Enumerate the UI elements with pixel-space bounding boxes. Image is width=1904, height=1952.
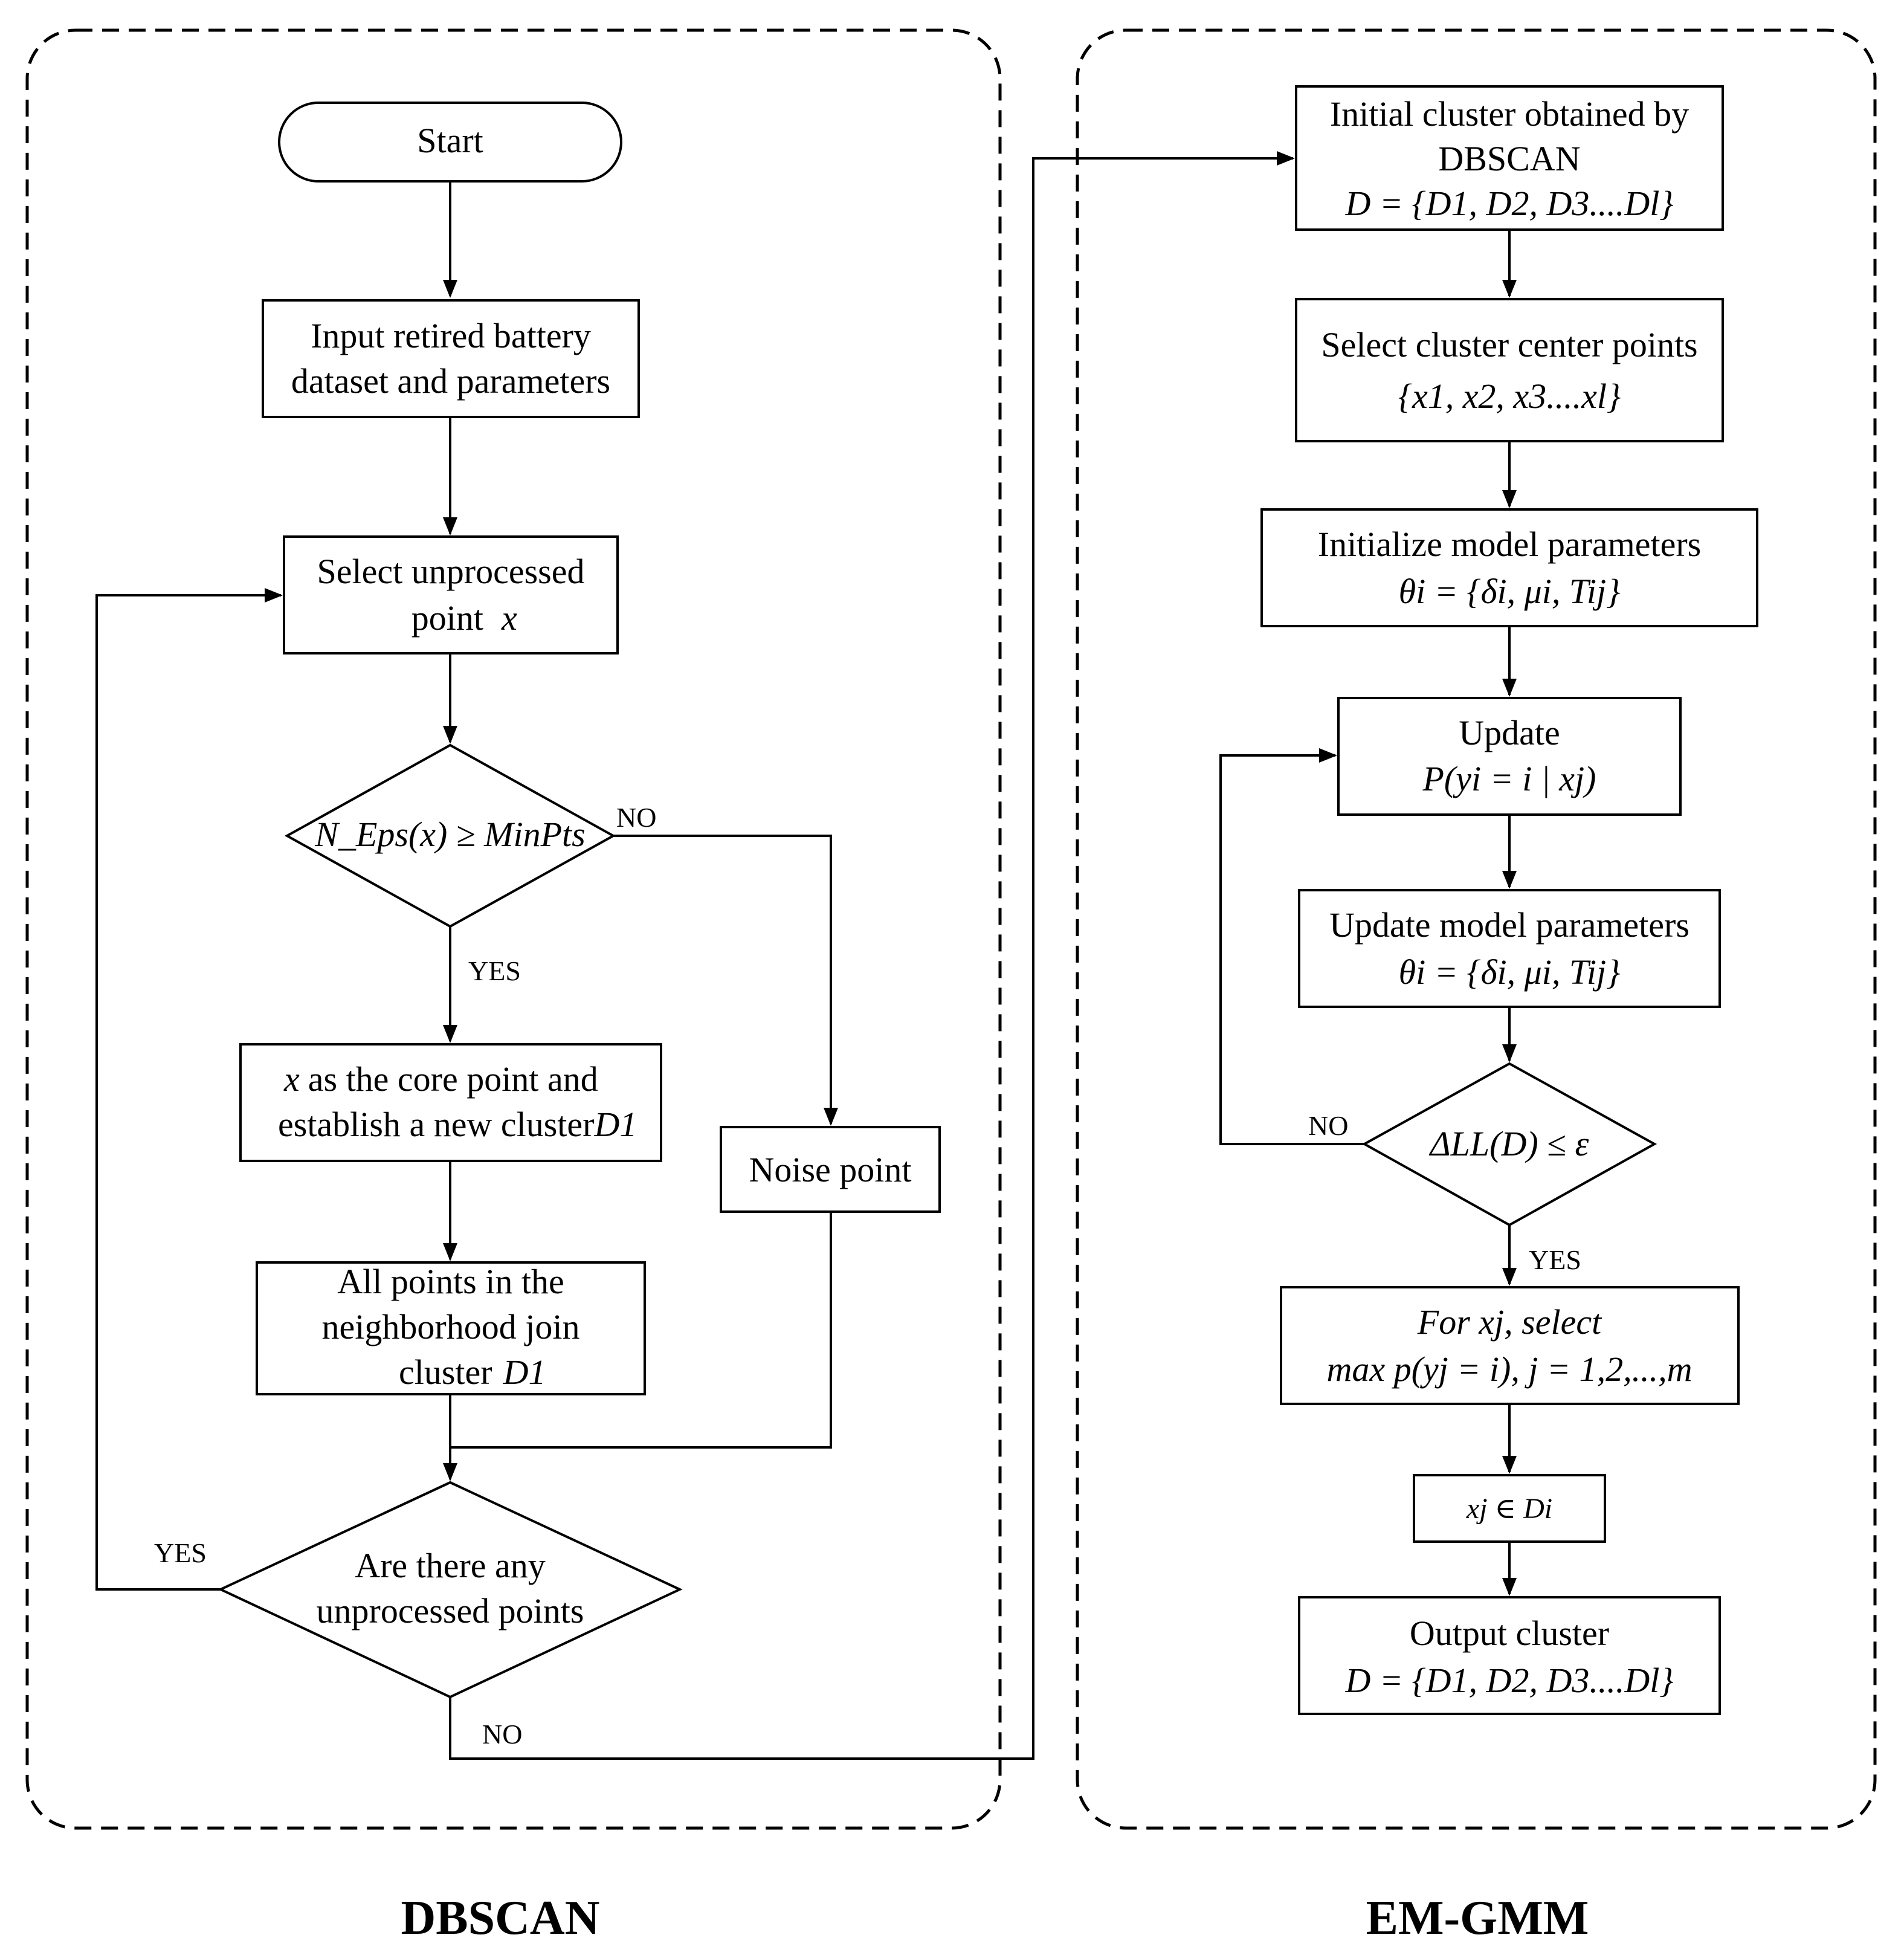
- arrow-loop-to-select: [95, 588, 283, 1591]
- select-label-line1: Select unprocessed: [317, 552, 585, 591]
- input-label-line2: dataset and parameters: [291, 361, 610, 401]
- output-formula: D = {D1, D2, D3....Dl}: [1344, 1661, 1673, 1700]
- update-formula: P(yi = i | xj): [1422, 759, 1596, 798]
- init-label-line1: Initial cluster obtained by: [1330, 94, 1689, 134]
- init-label-line2: DBSCAN: [1438, 139, 1580, 178]
- core-label-text: as the core point and: [308, 1059, 598, 1099]
- select-point-box: [283, 535, 619, 654]
- decision1-yes-label: YES: [468, 955, 521, 986]
- select-label-var: x: [501, 598, 517, 638]
- input-dataset-box: [262, 299, 640, 418]
- output-cluster-box: [1298, 1596, 1721, 1715]
- params-label: Initialize model parameters: [1318, 525, 1702, 564]
- emgmm-panel: [1076, 28, 1877, 1830]
- update-params-formula: θi = {δi, μi, Tij}: [1399, 952, 1621, 992]
- select-label-line2: point: [411, 598, 483, 638]
- dbscan-panel: [25, 28, 1002, 1830]
- core-label-text2: establish a new cluster: [278, 1105, 594, 1144]
- decision1-no-label: NO: [616, 802, 656, 833]
- input-label-line1: Input retired battery: [311, 316, 591, 355]
- noise-label: Noise point: [749, 1150, 911, 1189]
- core-label-var: x: [283, 1059, 300, 1099]
- join-label-line1: All points in the: [337, 1262, 564, 1301]
- decision2-yes-label: YES: [154, 1537, 207, 1568]
- select-label-word: point: [411, 598, 483, 638]
- emgmm-title: EM-GMM: [1366, 1892, 1589, 1945]
- dbscan-title: DBSCAN: [401, 1892, 600, 1945]
- line-noise-merge: [450, 1212, 832, 1449]
- decision-unprocessed: [218, 1481, 683, 1699]
- convergence-no-label: NO: [1308, 1110, 1348, 1141]
- join-label-line3: cluster D1: [399, 1353, 546, 1392]
- join-label-text3: cluster: [399, 1353, 492, 1392]
- arrow-loop-to-update: [1219, 748, 1364, 1145]
- centers-label: Select cluster center points: [1321, 325, 1697, 364]
- assign-box: [1413, 1474, 1606, 1543]
- decision1-label: N_Eps(x) ≥ MinPts: [314, 815, 585, 854]
- init-formula: D = {D1, D2, D3....Dl}: [1344, 184, 1673, 223]
- decision2-label-line1: Are there any: [355, 1546, 546, 1585]
- join-label-line2: neighborhood join: [322, 1307, 580, 1346]
- select-max-line2: max p(yj = i), j = 1,2,...,m: [1326, 1349, 1692, 1389]
- core-label-line2: establish a new clusterD1: [278, 1105, 637, 1144]
- centers-formula: {x1, x2, x3....xl}: [1398, 377, 1621, 416]
- convergence-yes-label: YES: [1529, 1244, 1581, 1275]
- start-label: Start: [417, 121, 483, 160]
- update-posterior-box: [1337, 697, 1682, 816]
- core-point-box: [239, 1043, 662, 1162]
- update-params-label: Update model parameters: [1329, 905, 1689, 945]
- join-cluster-box: [256, 1261, 646, 1395]
- decision2-no-label: NO: [482, 1719, 522, 1750]
- init-params-box: [1260, 508, 1758, 627]
- output-label: Output cluster: [1410, 1614, 1609, 1653]
- core-label-cluster-var: D1: [593, 1105, 637, 1144]
- convergence-label: ΔLL(D) ≤ ε: [1429, 1124, 1589, 1163]
- update-label: Update: [1459, 713, 1560, 752]
- select-max-box: [1280, 1286, 1740, 1405]
- join-label-var: D1: [503, 1353, 546, 1392]
- arrow-dbscan-to-emgmm: [449, 151, 1295, 1760]
- params-formula: θi = {δi, μi, Tij}: [1399, 572, 1621, 611]
- cluster-centers-box: [1295, 298, 1724, 442]
- select-max-line1: For xj, select: [1417, 1302, 1602, 1342]
- arrow-decision1-to-noise: [613, 835, 838, 1126]
- update-params-box: [1298, 889, 1721, 1008]
- assign-label: xj ∈ Di: [1466, 1493, 1552, 1525]
- decision2-label-line2: unprocessed points: [317, 1591, 584, 1630]
